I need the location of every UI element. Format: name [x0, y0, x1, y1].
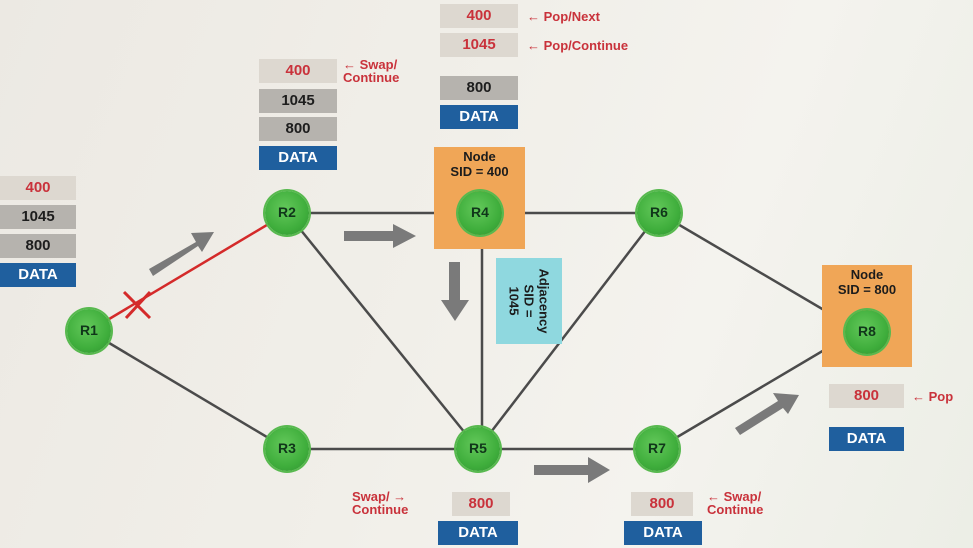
router-r3-label: R3 [278, 440, 296, 456]
link-r2-r5 [286, 212, 479, 450]
r2-label-bottom: 800 [259, 117, 337, 141]
node-sid-label-r8: Node SID = 800 [837, 267, 897, 297]
r1-label-top: 400 [0, 176, 76, 200]
r2-operation: ← Swap/ Continue [343, 57, 400, 85]
r4-mid-operation: ← Pop/Continue [527, 38, 629, 53]
router-r2-label: R2 [278, 204, 296, 220]
r4-top-operation: ← Pop/Next [527, 9, 600, 24]
r4-label-mid: 1045 [440, 33, 518, 57]
router-r8[interactable]: R8 [845, 310, 889, 354]
r4-data: DATA [440, 105, 518, 129]
router-r1[interactable]: R1 [67, 309, 111, 353]
router-r5-label: R5 [469, 440, 487, 456]
r8-operation: ← Pop [912, 389, 954, 404]
node-sid-label-r4: Node SID = 400 [450, 149, 509, 179]
router-r4-label: R4 [471, 204, 489, 220]
flow-arrow-r1-r2 [149, 232, 214, 276]
link-r1-r3 [88, 329, 288, 451]
r7-data: DATA [624, 521, 702, 545]
r8-label-top: 800 [829, 384, 904, 408]
link-r1-r2-failed [88, 211, 288, 333]
router-r3[interactable]: R3 [265, 427, 309, 471]
r2-label-top: 400 [259, 59, 337, 83]
r2-label-mid: 1045 [259, 89, 337, 113]
router-r7[interactable]: R7 [635, 427, 679, 471]
r7-label-top: 800 [631, 492, 693, 516]
r4-label-top: 400 [440, 4, 518, 28]
r1-data: DATA [0, 263, 76, 287]
router-r6-label: R6 [650, 204, 668, 220]
link-r6-r5 [477, 212, 660, 450]
adjacency-sid-box: Adjacency SID = 1045 [496, 258, 562, 344]
adjacency-sid-label: Adjacency SID = 1045 [506, 268, 552, 334]
router-r5[interactable]: R5 [456, 427, 500, 471]
router-r8-label: R8 [858, 323, 876, 339]
r5-data: DATA [438, 521, 518, 545]
r7-operation: ← Swap/ Continue [707, 489, 764, 517]
link-failure-mark [122, 290, 152, 320]
router-r4[interactable]: R4 [458, 191, 502, 235]
flow-arrow-r2-r4 [344, 224, 416, 248]
router-r6[interactable]: R6 [637, 191, 681, 235]
r2-data: DATA [259, 146, 337, 170]
r5-operation: Swap/ → Continue [352, 489, 409, 517]
r1-label-bottom: 800 [0, 234, 76, 258]
router-r2[interactable]: R2 [265, 191, 309, 235]
flow-arrow-r4-r5 [441, 262, 469, 321]
r8-data: DATA [829, 427, 904, 451]
router-r1-label: R1 [80, 322, 98, 338]
r4-label-bottom: 800 [440, 76, 518, 100]
flow-arrow-r5-r7 [534, 457, 610, 483]
router-r7-label: R7 [648, 440, 666, 456]
flow-arrow-r7-r8 [735, 393, 799, 435]
r5-label-top: 800 [452, 492, 510, 516]
r1-label-mid: 1045 [0, 205, 76, 229]
